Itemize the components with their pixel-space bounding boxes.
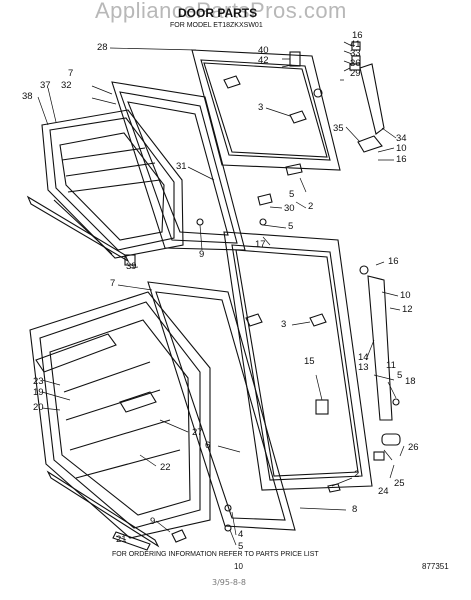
screw-16 bbox=[359, 265, 369, 275]
callout-2-lower: 2 bbox=[354, 469, 360, 480]
callout-16-upper-b: 16 bbox=[396, 154, 407, 165]
callout-22: 22 bbox=[160, 462, 171, 473]
callout-24: 24 bbox=[378, 486, 389, 497]
callout-7-lower: 7 bbox=[110, 278, 116, 289]
callout-3-lower: 3 bbox=[281, 319, 287, 330]
freezer-handle bbox=[359, 63, 385, 135]
refrigerator-bottom-trim bbox=[46, 470, 160, 548]
callout-15: 15 bbox=[304, 356, 315, 367]
screw-9-lower bbox=[171, 529, 187, 543]
callout-13: 13 bbox=[358, 362, 369, 373]
washer-36 bbox=[349, 63, 361, 71]
callout-12: 12 bbox=[402, 304, 413, 315]
callout-35: 35 bbox=[333, 123, 344, 134]
callout-4: 4 bbox=[238, 529, 244, 540]
bracket-2 bbox=[285, 163, 303, 176]
end-cap-24 bbox=[381, 433, 401, 446]
callout-5-lower-b: 5 bbox=[238, 541, 244, 552]
callout-23: 23 bbox=[33, 376, 44, 387]
callout-leader-lines bbox=[37, 41, 405, 546]
callout-20: 20 bbox=[33, 402, 44, 413]
callout-5-upper-b: 5 bbox=[288, 221, 294, 232]
freezer-door-liner bbox=[41, 109, 184, 259]
diagram-code: 877351 bbox=[422, 562, 449, 571]
model-subtitle: FOR MODEL ET18ZKXSW01 bbox=[170, 22, 263, 29]
callout-9-upper: 9 bbox=[199, 249, 205, 260]
callout-28: 28 bbox=[97, 42, 108, 53]
door-stop-part bbox=[124, 254, 136, 266]
callout-5-upper-a: 5 bbox=[289, 189, 295, 200]
screw-5-lower bbox=[224, 524, 232, 532]
page-title: DOOR PARTS bbox=[178, 6, 258, 20]
hinge-clip-3 bbox=[245, 313, 263, 327]
callout-21: 21 bbox=[116, 534, 127, 545]
refrigerator-door-liner bbox=[29, 291, 211, 539]
callout-36: 36 bbox=[350, 58, 361, 69]
callout-14: 14 bbox=[358, 352, 369, 363]
callout-16-lower: 16 bbox=[388, 256, 399, 267]
screw-18 bbox=[392, 398, 400, 406]
screw-4 bbox=[224, 504, 232, 512]
callout-8: 8 bbox=[352, 504, 358, 515]
callout-18: 18 bbox=[405, 376, 416, 387]
callout-10-lower: 10 bbox=[400, 290, 411, 301]
callout-5-lower-a: 5 bbox=[397, 370, 403, 381]
callout-7-upper: 7 bbox=[68, 68, 74, 79]
callout-10-upper: 10 bbox=[396, 143, 407, 154]
callout-29: 29 bbox=[350, 68, 361, 79]
bracket-30 bbox=[257, 193, 273, 206]
callout-25: 25 bbox=[394, 478, 405, 489]
freezer-bottom-trim bbox=[26, 195, 130, 263]
page-number: 10 bbox=[234, 562, 243, 571]
callout-30: 30 bbox=[284, 203, 295, 214]
handwritten-note: 3/95-8-8 bbox=[212, 578, 246, 587]
callout-19: 19 bbox=[33, 387, 44, 398]
callout-40: 40 bbox=[258, 45, 269, 56]
screw-5-upper bbox=[259, 218, 267, 226]
hinge-35 bbox=[357, 135, 383, 153]
ordering-note: FOR ORDERING INFORMATION REFER TO PARTS … bbox=[112, 551, 319, 558]
hinge-clip-3b bbox=[309, 313, 327, 327]
callout-32: 32 bbox=[61, 80, 72, 91]
hinge-bracket-40 bbox=[289, 51, 301, 67]
callout-9-lower: 9 bbox=[150, 516, 156, 527]
screw-9-upper bbox=[196, 218, 204, 226]
callout-38: 38 bbox=[22, 91, 33, 102]
callout-11: 11 bbox=[386, 360, 396, 371]
cover-26 bbox=[373, 451, 385, 461]
callout-3-upper: 3 bbox=[258, 102, 264, 113]
callout-6: 6 bbox=[205, 440, 211, 451]
refrigerator-gasket-frame bbox=[223, 231, 373, 491]
hinge-clip-lower bbox=[289, 110, 307, 124]
callout-33: 33 bbox=[350, 48, 361, 59]
callout-42: 42 bbox=[258, 55, 269, 66]
callout-27: 27 bbox=[192, 427, 203, 438]
callout-16: 16 bbox=[352, 30, 363, 41]
bracket-21 bbox=[112, 531, 151, 551]
refrigerator-handle bbox=[367, 275, 393, 421]
callout-41: 41 bbox=[350, 39, 361, 50]
freezer-gasket-frame bbox=[191, 49, 341, 171]
callout-34: 34 bbox=[396, 133, 407, 144]
freezer-door-panel-back bbox=[111, 81, 246, 251]
refrigerator-door-panel-back bbox=[147, 281, 296, 531]
hinge-clip-upper bbox=[223, 75, 241, 89]
callout-31: 31 bbox=[176, 161, 187, 172]
handle-insert-15 bbox=[315, 399, 329, 415]
callout-39: 39 bbox=[126, 261, 137, 272]
callout-2-upper: 2 bbox=[308, 201, 314, 212]
callout-26: 26 bbox=[408, 442, 419, 453]
callout-17: 17 bbox=[255, 239, 266, 250]
plug-29 bbox=[313, 88, 323, 98]
watermark: AppliancePartsPros.com bbox=[95, 0, 347, 23]
callout-37: 37 bbox=[40, 80, 51, 91]
